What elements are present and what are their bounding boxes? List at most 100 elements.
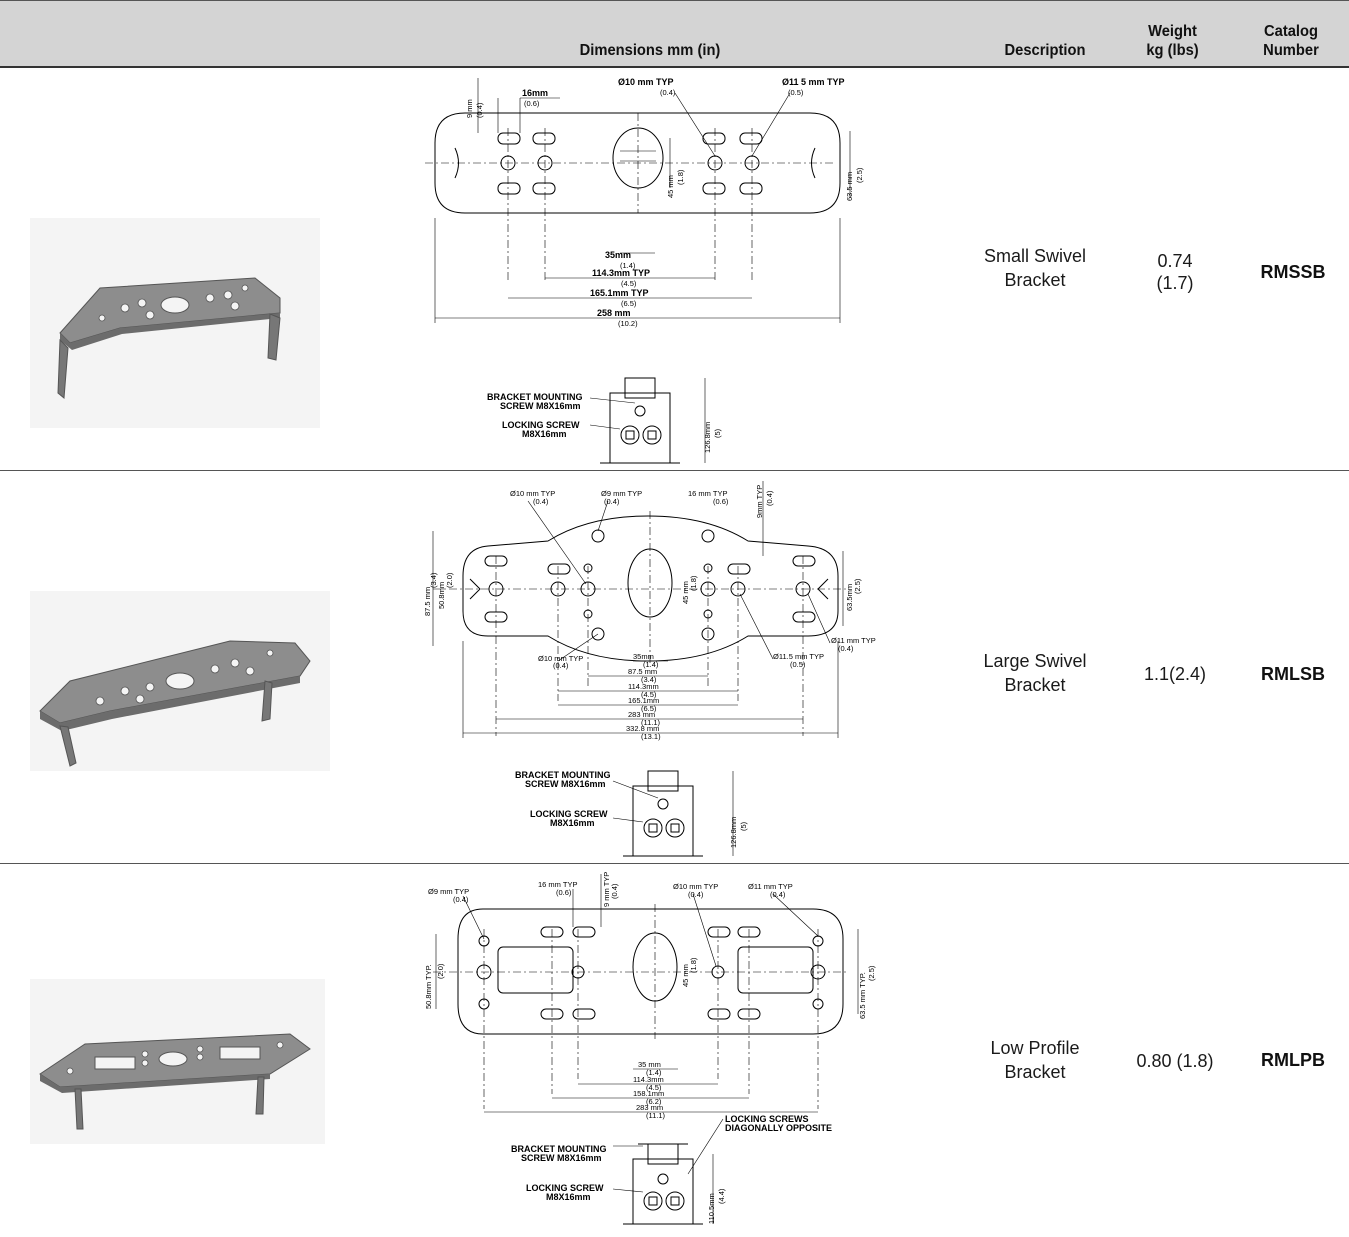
dim-h635: 63.5mm <box>845 584 854 611</box>
weight-rmlsb: 1.1(2.4) <box>1143 664 1207 684</box>
dim-d3328: 332.8 mm <box>626 724 659 733</box>
dim-h508-in: (2.0) <box>445 572 454 588</box>
lock-screw-line1: LOCKING SCREW <box>526 1183 604 1193</box>
row-divider <box>0 470 1349 471</box>
dim-35-in: (1.4) <box>620 261 636 270</box>
table-row-rmlpb: Ø9 mm TYP (0.4) 16 mm TYP (0.6) 9 mm TYP… <box>0 864 1349 1237</box>
dim-hole115: Ø11.5 mm TYP <box>773 652 824 661</box>
dim-d35: 35mm <box>633 652 654 661</box>
dim-hole9-in: (0.4) <box>604 497 620 506</box>
dim-258: 258 mm <box>597 308 631 318</box>
dim-1651-in: (6.5) <box>621 299 637 308</box>
dim-hole10: Ø10 mm TYP <box>673 882 718 891</box>
mount-screw-line2: SCREW M8X16mm <box>500 401 581 411</box>
dim-d3328-in: (13.1) <box>641 732 661 741</box>
dim-d1143-in: (4.5) <box>641 690 657 699</box>
dim-hole11-in: (0.4) <box>838 644 854 653</box>
header-weight-line2: kg (lbs) <box>1146 42 1199 59</box>
dim-top9: 9mm TYP <box>755 485 764 518</box>
dim-top9-in: (0.4) <box>765 490 774 506</box>
table-row-rmssb: 16mm (0.6) 9 mm (0.4) Ø10 mm TYP (0.4) Ø… <box>0 68 1349 468</box>
catalog-rmssb: RMSSB <box>1260 262 1326 282</box>
weight-line2: (1.7) <box>1156 273 1194 293</box>
dim-hole11: Ø11 5 mm TYP <box>782 77 845 87</box>
dim-d35-in: (1.4) <box>646 1068 662 1077</box>
low-profile-top-view-drawing: Ø9 mm TYP (0.4) 16 mm TYP (0.6) 9 mm TYP… <box>424 872 876 1225</box>
description-rmssb: Small Swivel Bracket <box>965 244 1105 292</box>
header-dimensions: Dimensions mm (in) <box>579 42 721 59</box>
dim-h45: 45 mm <box>681 581 690 604</box>
description-line1: Large Swivel <box>983 651 1087 671</box>
header-description: Description <box>1004 42 1086 59</box>
lock-screw-line1: LOCKING SCREW <box>530 809 608 819</box>
dim-hole9-in: (0.4) <box>453 895 469 904</box>
lock-screws-line1: LOCKING SCREWS <box>725 1114 809 1124</box>
dim-d1143: 114.3mm <box>628 682 659 691</box>
dim-h45-in: (1.8) <box>689 575 698 591</box>
dim-d283: 283 mm <box>636 1103 663 1112</box>
dim-h635: 63.5 mm TYP. <box>858 972 867 1019</box>
dim-h875: 87.5 mm <box>423 587 432 616</box>
dim-height635-in: (2.5) <box>855 167 864 183</box>
mount-screw-line2: SCREW M8X16mm <box>525 779 606 789</box>
description-rmlpb: Low Profile Bracket <box>965 1036 1105 1084</box>
dim-hole10: Ø10 mm TYP <box>510 489 555 498</box>
table-row-rmlsb: Ø10 mm TYP (0.4) Ø9 mm TYP (0.4) 16 mm T… <box>0 471 1349 861</box>
dim-top-in: (0.4) <box>475 102 484 118</box>
dim-d283: 283 mm <box>628 710 655 719</box>
dim-top9-in: (0.4) <box>610 883 619 899</box>
header-catalog-line2: Number <box>1263 42 1319 59</box>
mount-screw-line2: SCREW M8X16mm <box>521 1153 602 1163</box>
dim-d35-in: (1.4) <box>643 660 659 669</box>
description-rmlsb: Large Swivel Bracket <box>965 649 1105 697</box>
catalog-rmlsb: RMLSB <box>1261 664 1325 684</box>
dim-slot16-in: (0.6) <box>713 497 729 506</box>
dim-d283-in: (11.1) <box>641 718 661 727</box>
dim-hole9: Ø9 mm TYP <box>428 887 469 896</box>
dim-d1581-in: (6.2) <box>646 1097 662 1106</box>
dim-height635: 63.5 mm <box>845 172 854 201</box>
dim-h508: 50.8mm <box>437 582 446 609</box>
small-swivel-bracket-photo <box>30 218 320 428</box>
small-swivel-top-view-drawing: 16mm (0.6) 9 mm (0.4) Ø10 mm TYP (0.4) Ø… <box>425 77 864 464</box>
header-catalog-line1: Catalog <box>1264 23 1318 40</box>
dim-hole11: Ø11 mm TYP <box>831 636 876 645</box>
dim-h875-in: (3.4) <box>429 572 438 588</box>
large-swivel-top-view-drawing: Ø10 mm TYP (0.4) Ø9 mm TYP (0.4) 16 mm T… <box>423 481 876 857</box>
dim-top9: 9 mm TYP <box>602 872 611 907</box>
side-height: 126.8mm <box>729 817 738 848</box>
mount-screw-line1: BRACKET MOUNTING <box>511 1144 607 1154</box>
dim-h45-in: (1.8) <box>689 957 698 973</box>
dim-slot-width: 16mm <box>522 88 548 98</box>
weight-rmlpb: 0.80 (1.8) <box>1136 1051 1214 1071</box>
dim-h45: 45 mm <box>681 964 690 987</box>
description-line2: Bracket <box>1004 1062 1066 1082</box>
dim-d875-in: (3.4) <box>641 675 657 684</box>
mount-screw-line1: BRACKET MOUNTING <box>487 392 583 402</box>
dim-hole10-in: (0.4) <box>660 88 676 97</box>
weight-rmssb: 0.74 (1.7) <box>1115 250 1235 294</box>
dim-d1651-in: (6.5) <box>641 704 657 713</box>
dim-1143: 114.3mm TYP <box>592 268 650 278</box>
header-catalog: Catalog Number <box>1242 22 1340 60</box>
dim-hole9: Ø9 mm TYP <box>601 489 642 498</box>
dim-hole10b: Ø10 mm TYP <box>538 654 583 663</box>
dim-hole10-in: (0.4) <box>688 890 704 899</box>
mount-screw-line1: BRACKET MOUNTING <box>515 770 611 780</box>
large-swivel-bracket-photo <box>30 591 330 771</box>
lock-screw-line2: M8X16mm <box>546 1192 591 1202</box>
dim-hole11: Ø11 mm TYP <box>748 882 793 891</box>
description-line1: Small Swivel <box>983 246 1087 266</box>
dim-d283-in: (11.1) <box>646 1111 666 1120</box>
dim-1651: 165.1mm TYP <box>590 288 649 298</box>
description-line2: Bracket <box>1004 675 1066 695</box>
row-divider <box>0 863 1349 864</box>
dim-35: 35mm <box>605 250 631 260</box>
low-profile-bracket-photo <box>30 979 325 1144</box>
dim-top: 9 mm <box>465 99 474 118</box>
dim-258-in: (10.2) <box>618 319 638 328</box>
lock-screws-line2: DIAGONALLY OPPOSITE <box>725 1123 832 1133</box>
catalog-rmlpb: RMLPB <box>1261 1050 1325 1070</box>
side-height: 126.8mm <box>703 422 712 453</box>
side-height-in: (5) <box>739 821 748 831</box>
